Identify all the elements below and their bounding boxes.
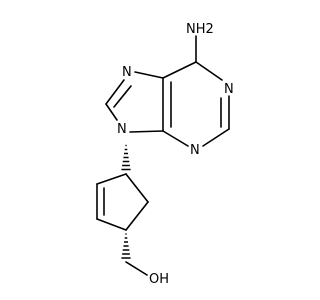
bond-ch2-o bbox=[125, 261, 148, 276]
bond-n7-c8 bbox=[105, 79, 125, 105]
bond-c4p-c5p bbox=[125, 201, 149, 231]
n7-label: N bbox=[122, 65, 132, 80]
n1-label: N bbox=[224, 82, 234, 97]
hashed-wedge-ch2 bbox=[121, 233, 131, 259]
bond-c5-n7 bbox=[134, 71, 164, 79]
bond-n7-c8-double bbox=[113, 85, 132, 108]
imidazole-ring bbox=[105, 71, 164, 133]
molecule-structure: NH2 N N N N OH bbox=[96, 22, 234, 287]
cyclopentene-ring bbox=[96, 173, 149, 231]
bond-n3-c4 bbox=[162, 130, 189, 147]
bond-c2-n3 bbox=[202, 128, 230, 147]
bond-c5p-c1p bbox=[125, 173, 149, 203]
bond-c6-n1 bbox=[195, 61, 223, 81]
n9-label: N bbox=[117, 122, 127, 137]
bond-c5-c6 bbox=[162, 61, 197, 79]
hydroxyl-label: OH bbox=[149, 272, 169, 287]
bond-c3p-c4p bbox=[96, 218, 127, 231]
pyrimidine-ring bbox=[162, 35, 230, 147]
n3-label: N bbox=[190, 143, 200, 158]
bond-n9-c4 bbox=[129, 130, 164, 133]
amine-label: NH2 bbox=[186, 22, 214, 37]
bond-c8-n9 bbox=[105, 103, 118, 121]
bond-c1p-c2p bbox=[96, 173, 127, 185]
hashed-wedge-n9 bbox=[121, 144, 131, 171]
